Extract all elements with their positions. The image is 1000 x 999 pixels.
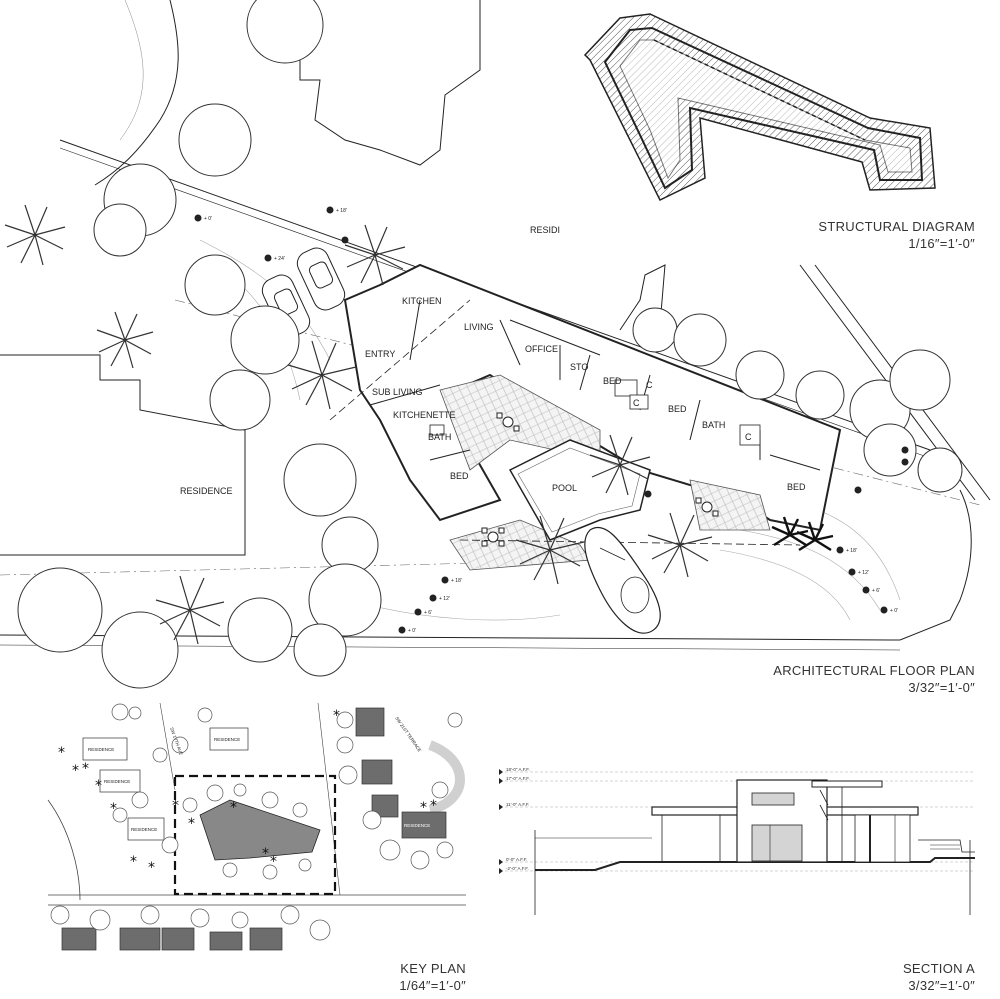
label-bed-1: BED <box>603 376 622 386</box>
spot-elev-8: + 18' <box>846 548 857 554</box>
svg-text:*: * <box>420 800 427 816</box>
spot-elev-7: + 0' <box>408 628 416 634</box>
spot-elev-3: + 0' <box>204 216 212 222</box>
label-entry: ENTRY <box>365 349 395 359</box>
label-closet-3: C <box>745 432 752 442</box>
svg-text:*: * <box>72 763 79 779</box>
label-bed-4: BED <box>787 482 806 492</box>
key-label-residence-1: RESIDENCE <box>88 747 114 752</box>
section-level-1: 18'-0" A.F.F. <box>506 767 530 772</box>
svg-text:*: * <box>172 798 179 814</box>
svg-text:*: * <box>262 846 269 862</box>
section-a-title-text: SECTION A <box>902 961 975 976</box>
label-residence: RESIDENCE <box>180 486 233 496</box>
building-footprint <box>343 263 842 571</box>
spot-elev-10: + 6' <box>872 588 880 594</box>
key-plan-title: KEY PLAN 1/64″=1′-0″ <box>360 960 466 994</box>
section-level-2: 17'-0" A.F.F. <box>506 776 530 781</box>
palm-trees <box>4 204 834 645</box>
section-cut-line-2 <box>459 539 801 546</box>
floor-plan-scale: 3/32″=1′-0″ <box>908 680 975 695</box>
label-bed-2: BED <box>668 404 687 414</box>
svg-text:*: * <box>110 801 117 817</box>
label-kitchen: KITCHEN <box>402 296 442 306</box>
svg-text:*: * <box>430 798 437 814</box>
spot-elev-6: + 6' <box>424 610 432 616</box>
floor-plan-title-text: ARCHITECTURAL FLOOR PLAN <box>773 663 975 678</box>
section-a <box>499 769 975 915</box>
label-bed-3: BED <box>450 471 469 481</box>
label-sto: STO <box>570 362 588 372</box>
key-plan: *** *** *** *** *** RESIDENCE RESIDENCE … <box>47 702 466 951</box>
svg-text:*: * <box>82 761 89 777</box>
spot-elev-4: + 18' <box>451 578 462 584</box>
spot-elevation-labels: + 18' + 24' + 0' + 18' + 12' + 6' + 0' +… <box>204 208 898 634</box>
label-kitchenette: KITCHENETTE <box>393 410 456 420</box>
label-pool: POOL <box>552 483 577 493</box>
section-cut-line <box>329 299 471 421</box>
spot-elev-5: + 12' <box>439 596 450 602</box>
section-a-scale: 3/32″=1′-0″ <box>908 978 975 993</box>
key-label-residence-5: RESIDENCE <box>404 823 430 828</box>
floor-plan-title: ARCHITECTURAL FLOOR PLAN 3/32″=1′-0″ <box>773 662 975 696</box>
section-level-3: 11'-0" A.F.F. <box>506 802 529 807</box>
trees <box>17 0 963 689</box>
svg-text:*: * <box>58 745 65 761</box>
svg-text:*: * <box>270 854 277 870</box>
key-plan-title-text: KEY PLAN <box>400 961 466 976</box>
patio-tables <box>481 412 719 547</box>
structural-diagram-title: STRUCTURAL DIAGRAM 1/16″=1′-0″ <box>818 218 975 252</box>
boat <box>584 526 661 634</box>
spot-elevation-markers <box>194 206 909 634</box>
label-bath-2: BATH <box>428 432 451 442</box>
room-labels: RESIDI RESIDENCE KITCHEN LIVING OFFICE E… <box>180 225 806 496</box>
spot-elev-2: + 24' <box>274 256 285 262</box>
key-label-residence-3: RESIDENCE <box>104 779 130 784</box>
spot-elev-9: + 12' <box>858 570 869 576</box>
svg-text:*: * <box>333 708 340 724</box>
section-level-labels: 18'-0" A.F.F. 17'-0" A.F.F. 11'-0" A.F.F… <box>506 767 530 871</box>
label-sub-living: SUB LIVING <box>372 387 423 397</box>
section-level-4: 0'-0" A.F.F. <box>506 857 527 862</box>
key-plan-scale: 1/64″=1′-0″ <box>399 978 466 993</box>
structural-diagram <box>583 13 936 202</box>
svg-text:*: * <box>148 860 155 876</box>
svg-text:*: * <box>230 800 237 816</box>
spot-elev-1: + 18' <box>336 208 347 214</box>
key-label-residence-4: RESIDENCE <box>131 827 157 832</box>
label-living: LIVING <box>464 322 494 332</box>
svg-text:*: * <box>95 778 102 794</box>
spot-elev-11: + 0' <box>890 608 898 614</box>
label-closet-2: C <box>633 398 640 408</box>
svg-text:*: * <box>130 854 137 870</box>
section-level-5: -2'-0" A.F.F. <box>506 866 529 871</box>
label-closet-1: C <box>646 380 653 390</box>
section-a-title: SECTION A 3/32″=1′-0″ <box>903 960 975 994</box>
parked-cars <box>261 247 346 338</box>
label-residi: RESIDI <box>530 225 560 235</box>
svg-text:*: * <box>188 816 195 832</box>
structural-diagram-title-text: STRUCTURAL DIAGRAM <box>818 219 975 234</box>
label-office: OFFICE <box>525 344 558 354</box>
key-label-residence-2: RESIDENCE <box>214 737 240 742</box>
structural-diagram-scale: 1/16″=1′-0″ <box>908 236 975 251</box>
label-bath-1: BATH <box>702 420 725 430</box>
